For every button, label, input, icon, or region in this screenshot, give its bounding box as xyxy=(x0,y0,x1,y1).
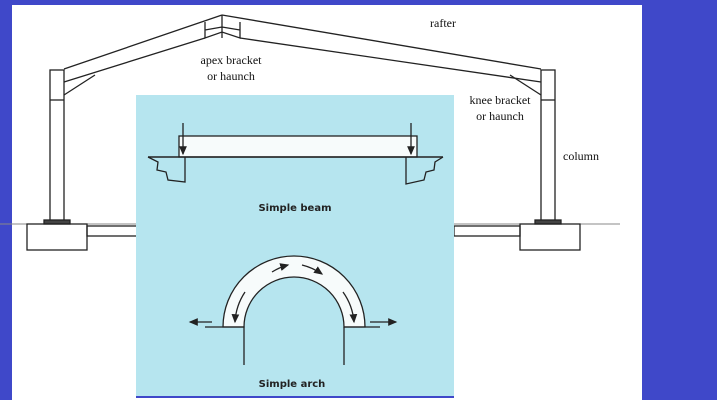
caption-simple-arch: Simple arch xyxy=(259,379,326,390)
label-rafter: rafter xyxy=(430,16,456,30)
label-knee-bracket-1: knee bracket xyxy=(470,93,532,107)
right-knee-bracket xyxy=(509,74,542,96)
label-column: column xyxy=(563,149,599,163)
portal-frame xyxy=(26,14,581,251)
left-footing xyxy=(26,223,88,251)
inset-image: Simple beam Simple arch xyxy=(136,95,454,398)
label-apex-bracket-2: or haunch xyxy=(207,69,255,83)
left-knee-bracket xyxy=(63,74,96,96)
simple-beam-drawing xyxy=(147,123,444,185)
caption-simple-beam: Simple beam xyxy=(258,203,331,214)
left-rafter xyxy=(63,14,223,83)
label-apex-bracket-1: apex bracket xyxy=(201,53,263,67)
simple-arch-drawing xyxy=(188,255,398,365)
apex-bracket xyxy=(204,15,241,39)
right-footing xyxy=(519,223,581,251)
label-knee-bracket-2: or haunch xyxy=(476,109,524,123)
right-rafter xyxy=(221,14,542,83)
